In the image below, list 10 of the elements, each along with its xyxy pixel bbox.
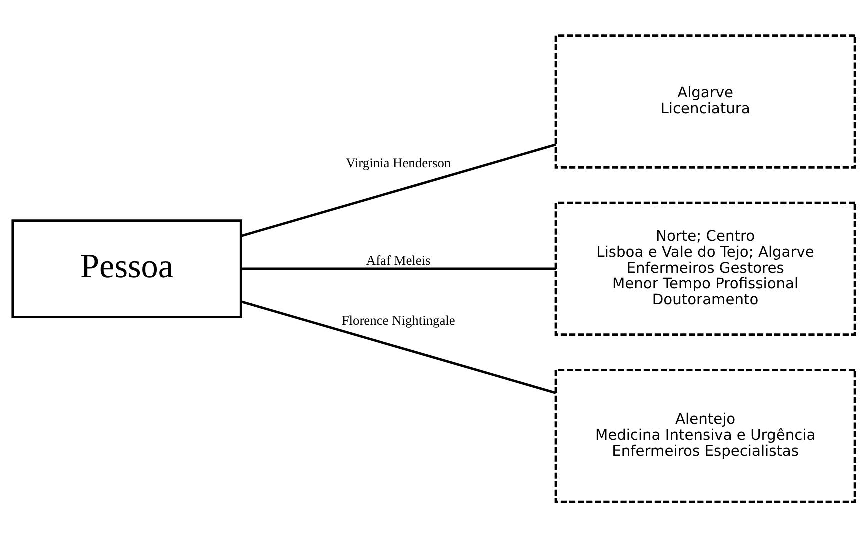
edge-label: Afaf Meleis bbox=[366, 253, 431, 268]
edge-label: Florence Nightingale bbox=[342, 312, 456, 328]
edge-label: Virginia Henderson bbox=[346, 155, 452, 170]
connector bbox=[241, 268, 556, 270]
node-box: Algarve Licenciatura bbox=[554, 34, 856, 169]
node-box: Alentejo Medicina Intensiva e Urgência Enfermeiros Especialistas bbox=[554, 369, 856, 504]
connector bbox=[241, 144, 556, 238]
connector bbox=[241, 300, 556, 394]
node-box: Pessoa bbox=[12, 220, 242, 318]
node-box: Norte; Centro Lisboa e Vale do Tejo; Algarve Enfermeiros Gestores Menor Tempo Profissional Doutoramento bbox=[554, 202, 856, 336]
